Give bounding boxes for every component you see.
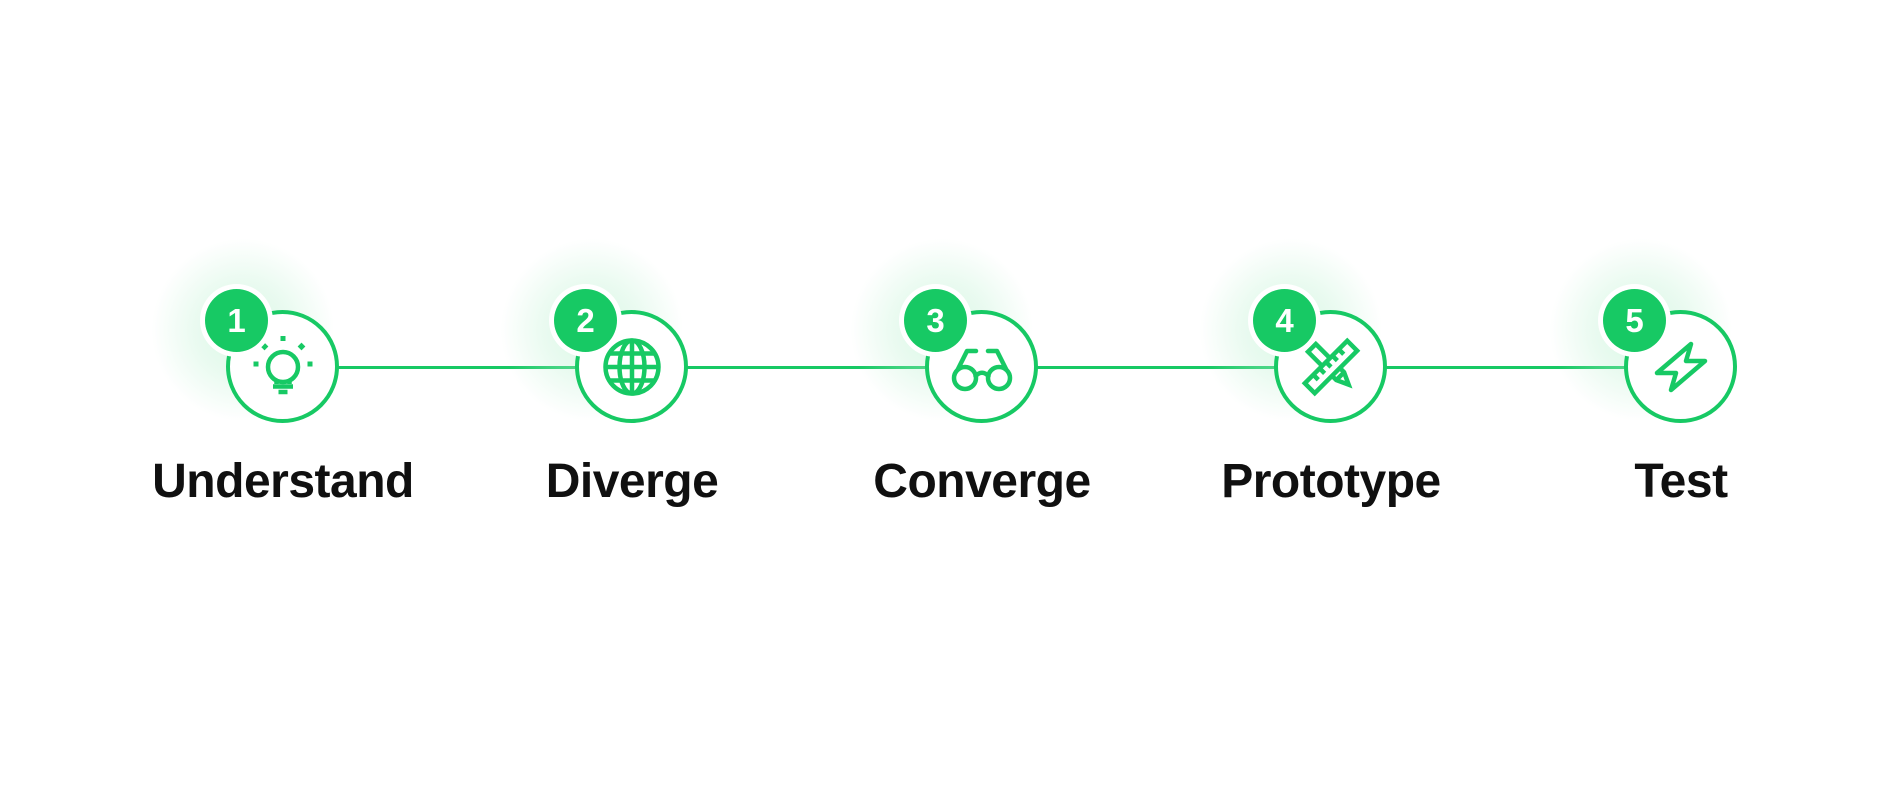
lightbulb-sparkle-icon: [253, 335, 312, 394]
lightning-bolt-icon: [1654, 341, 1707, 392]
step-circle: [226, 310, 339, 423]
step-label: Understand: [152, 455, 414, 508]
step-number: 2: [576, 301, 595, 339]
ruler-pencil-icon: [1301, 337, 1360, 396]
step-label: Converge: [873, 455, 1091, 508]
process-step-understand: 1 Understand: [108, 230, 458, 560]
step-label: Diverge: [545, 455, 719, 508]
step-number: 3: [926, 301, 945, 339]
process-step-test: 5 Test: [1506, 230, 1856, 560]
step-label: Prototype: [1221, 455, 1441, 508]
step-number-badge: 2: [554, 289, 617, 352]
step-number-badge: 1: [205, 289, 268, 352]
step-number: 1: [227, 301, 246, 339]
step-number-badge: 3: [904, 289, 967, 352]
step-label: Test: [1634, 455, 1728, 508]
glasses-icon: [951, 348, 1012, 391]
step-number: 5: [1625, 301, 1644, 339]
process-step-converge: 3 Converge: [807, 230, 1157, 560]
step-number-badge: 5: [1603, 289, 1666, 352]
process-step-prototype: 4 Prototype: [1156, 230, 1506, 560]
step-number-badge: 4: [1253, 289, 1316, 352]
globe-icon: [602, 337, 661, 396]
step-number: 4: [1275, 301, 1294, 339]
process-step-diverge: 2 Diverge: [457, 230, 807, 560]
